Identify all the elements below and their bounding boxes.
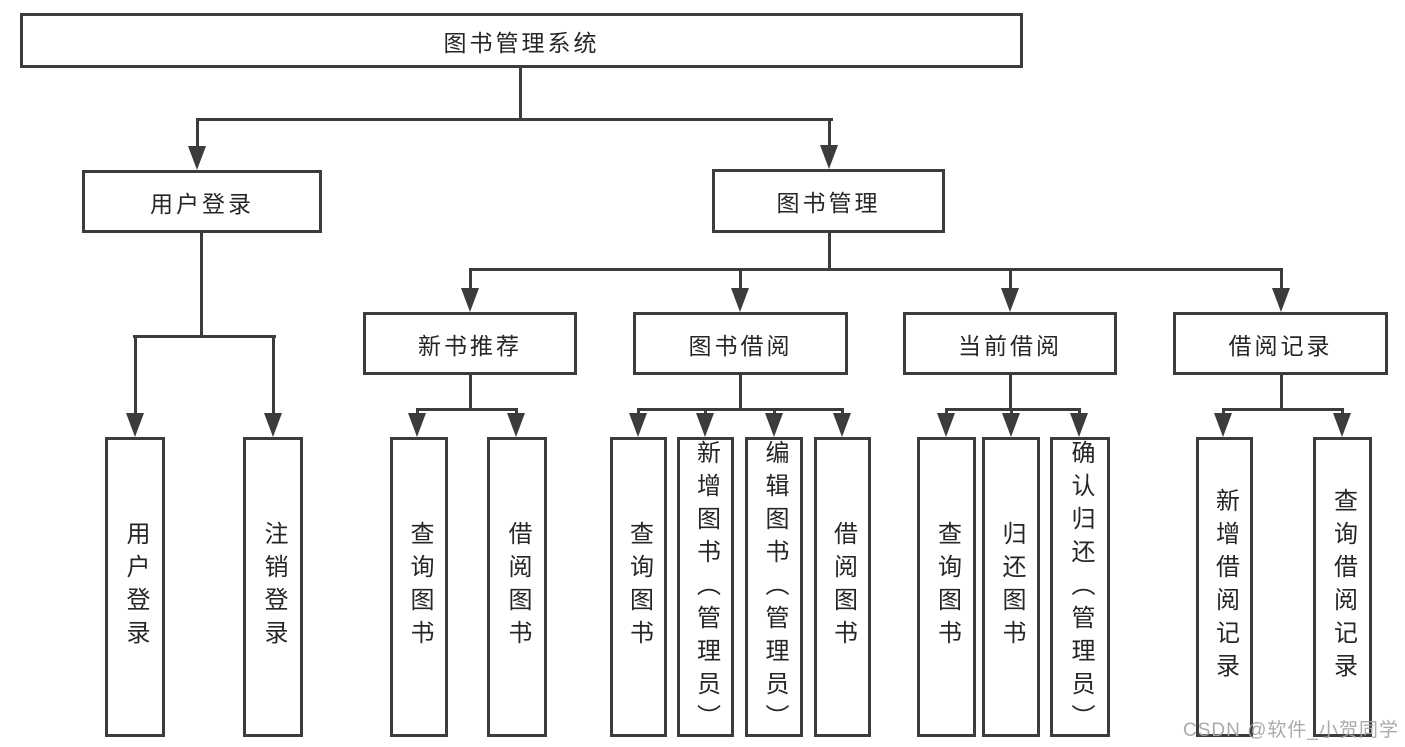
connector-child-stem [1078,408,1081,416]
arrowhead [765,413,783,437]
connector-child-stem [841,408,844,416]
node-leaf-query-book-2: 查询图书 [610,437,667,737]
node-leaf-label: 查询图书 [933,521,961,653]
node-leaf-logout: 注销登录 [243,437,303,737]
connector-group-stem [469,268,472,292]
node-current-borrow-label: 当前借阅 [958,332,1062,359]
node-leaf-label: 查询图书 [406,521,433,653]
node-borrow-record: 借阅记录 [1173,312,1388,375]
connector-child-stem [1341,408,1344,416]
arrowhead [126,413,144,437]
arrowhead [833,413,851,437]
connector-bookmgmt-down [828,233,831,270]
arrowhead [264,413,282,437]
node-leaf-label: 新增借阅记录 [1211,488,1239,686]
connector-bookmgmt-stem [828,118,831,150]
node-new-book-recommend: 新书推荐 [363,312,577,375]
arrowhead [507,413,525,437]
connector-group-stem [1280,268,1283,292]
arrowhead [1001,288,1019,312]
node-book-borrow-label: 图书借阅 [688,332,793,359]
node-leaf-borrow-book-1: 借阅图书 [487,437,547,737]
node-leaf-edit-book-admin: 编辑图书（管理员） [745,437,803,737]
arrowhead [461,288,479,312]
arrowhead [408,413,426,437]
connector-child-stem [637,408,640,416]
arrowhead [629,413,647,437]
node-user-login: 用户登录 [82,170,322,233]
arrowhead [731,288,749,312]
connector-group4-hline [1222,408,1344,411]
connector-root-stem [519,68,522,120]
node-new-book-recommend-label: 新书推荐 [418,332,522,359]
connector-group2-down [739,375,742,410]
arrowhead [1272,288,1290,312]
connector-child-stem [515,408,518,416]
arrowhead [1070,413,1088,437]
node-leaf-borrow-book-2: 借阅图书 [814,437,871,737]
node-book-management: 图书管理 [712,169,945,233]
node-leaf-add-book-admin: 新增图书（管理员） [677,437,734,737]
node-root: 图书管理系统 [20,13,1023,68]
node-leaf-confirm-return-admin: 确认归还（管理员） [1050,437,1110,737]
node-leaf-label: 编辑图书（管理员） [761,440,788,737]
connector-group2-hline [637,408,844,411]
connector-userlogin-down [200,233,203,337]
connector-child-stem [1222,408,1225,416]
connector-child-stem [272,335,275,415]
node-user-login-label: 用户登录 [150,190,254,217]
node-leaf-return-book: 归还图书 [982,437,1040,737]
node-leaf-query-book-3: 查询图书 [917,437,976,737]
node-leaf-label: 确认归还（管理员） [1067,440,1094,737]
connector-child-stem [416,408,419,416]
node-current-borrow: 当前借阅 [903,312,1117,375]
node-leaf-user-login: 用户登录 [105,437,165,737]
connector-child-stem [134,335,137,415]
node-leaf-query-borrow-record: 查询借阅记录 [1313,437,1372,737]
connector-userlogin-hline [133,335,276,338]
csdn-watermark: CSDN @软件_小贺同学 [1183,720,1399,741]
connector-child-stem [773,408,776,416]
arrowhead [1333,413,1351,437]
arrowhead [820,145,838,169]
node-leaf-query-book-1: 查询图书 [390,437,448,737]
node-leaf-label: 注销登录 [260,521,287,653]
connector-bookmgmt-hline [469,268,1283,271]
connector-child-stem [945,408,948,416]
node-leaf-add-borrow-record: 新增借阅记录 [1196,437,1253,737]
connector-group1-down [469,375,472,410]
node-leaf-label: 用户登录 [122,521,149,653]
connector-group4-down [1280,375,1283,410]
arrowhead [188,146,206,170]
connector-group3-down [1009,375,1012,410]
node-leaf-label: 新增图书（管理员） [692,440,720,737]
node-root-label: 图书管理系统 [443,29,600,56]
arrowhead [1214,413,1232,437]
node-leaf-label: 借阅图书 [829,521,857,653]
connector-group1-hline [416,408,518,411]
connector-userlogin-stem [196,118,199,150]
node-leaf-label: 借阅图书 [504,521,531,653]
node-borrow-record-label: 借阅记录 [1228,332,1333,359]
connector-child-stem [1010,408,1013,416]
arrowhead [1002,413,1020,437]
node-book-borrow: 图书借阅 [633,312,848,375]
node-leaf-label: 查询借阅记录 [1329,488,1357,686]
connector-root-hline [196,118,833,121]
node-book-management-label: 图书管理 [776,190,881,216]
arrowhead [696,413,714,437]
arrowhead [937,413,955,437]
connector-group-stem [1009,268,1012,292]
connector-group-stem [739,268,742,292]
node-leaf-label: 归还图书 [998,521,1025,653]
node-leaf-label: 查询图书 [625,521,653,653]
connector-group3-hline [945,408,1081,411]
connector-child-stem [704,408,707,416]
